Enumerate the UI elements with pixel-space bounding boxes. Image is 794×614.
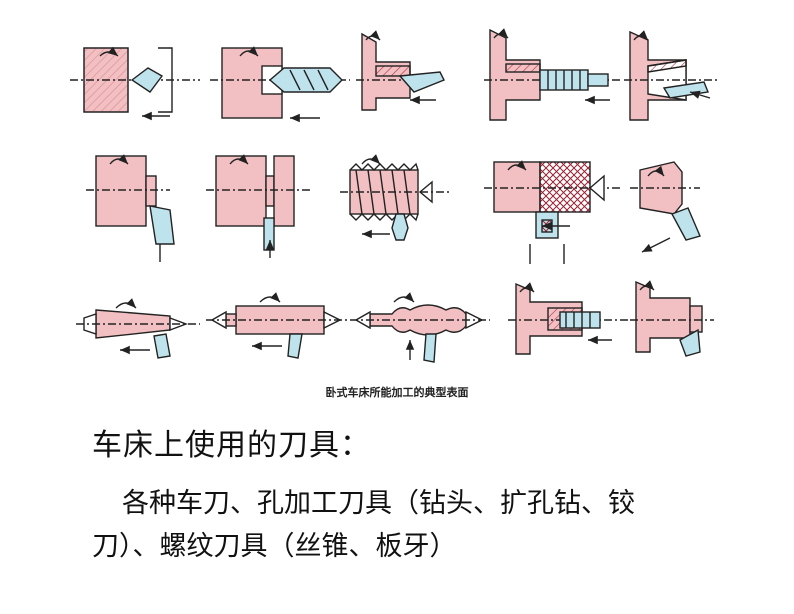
panel-taper-turning [76,298,200,359]
figure-caption: 卧式车床所能加工的典型表面 [325,386,469,399]
panel-tapping [508,282,628,355]
body-line-2: 刀）、螺纹刀具（丝锥、板牙） [92,531,457,562]
panel-knurling [484,160,620,264]
panel-taper-boring [624,30,720,121]
panel-grooving [206,154,310,258]
body-line-1: 各种车刀、孔加工刀具（钻头、扩孔钻、铰 [122,488,635,519]
body-paragraph: 各种车刀、孔加工刀具（钻头、扩孔钻、铰 刀）、螺纹刀具（丝锥、板牙） [92,482,742,568]
panel-outer-turning [86,154,175,262]
panel-between-centers-turning [206,292,350,359]
panel-threading [340,154,450,241]
panel-end-facing [70,46,200,121]
panel-form-turning [350,292,490,363]
panel-reaming [484,28,620,121]
panel-chamfering [630,161,701,253]
lathe-operations-figure [70,28,720,363]
panel-drilling [210,46,350,123]
section-heading: 车床上使用的刀具： [92,428,371,463]
panel-parting [630,280,714,357]
panel-boring [356,30,445,111]
